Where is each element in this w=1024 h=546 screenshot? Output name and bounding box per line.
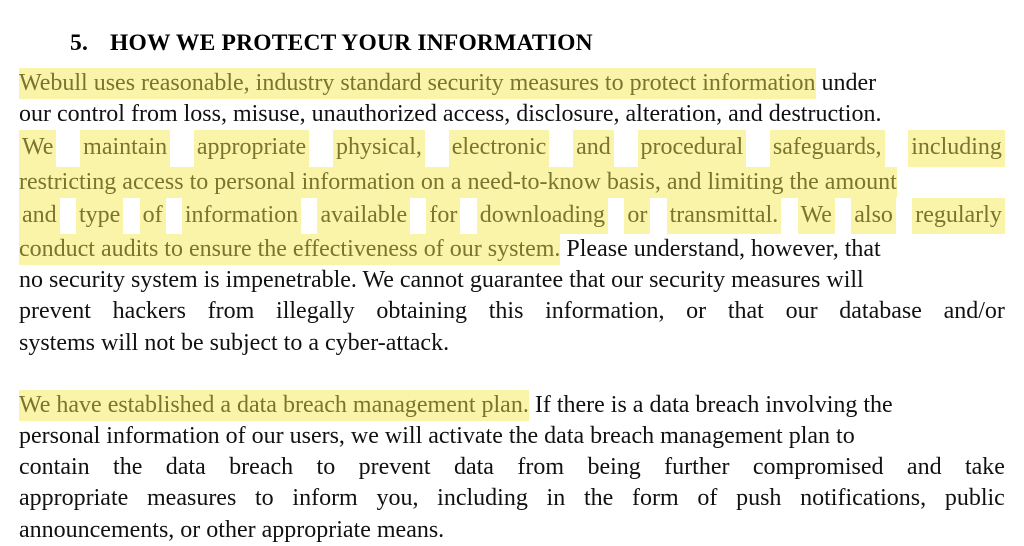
word: and xyxy=(906,454,942,481)
word: public xyxy=(944,485,1005,512)
text-run: Please understand, however, that xyxy=(560,236,881,263)
section-number: 5. xyxy=(70,29,89,56)
word: the xyxy=(583,485,614,512)
word: prevent xyxy=(19,298,91,325)
word: push xyxy=(736,485,782,512)
text-run: under xyxy=(815,70,877,96)
text-line: restricting access to personal informati… xyxy=(19,166,1005,198)
word: contain xyxy=(19,454,90,481)
paragraph-2: We have established a data breach manage… xyxy=(19,389,1005,546)
word: this xyxy=(488,298,524,325)
highlighted-word: or xyxy=(624,197,651,235)
highlighted-word: also xyxy=(851,197,896,235)
word: including xyxy=(437,485,528,512)
word: of xyxy=(697,485,718,512)
word: take xyxy=(964,454,1005,481)
word: to xyxy=(255,485,274,512)
word: notifications, xyxy=(800,485,927,512)
text-run: If there is a data breach involving the xyxy=(528,391,893,418)
word: measures xyxy=(147,485,237,512)
word: from xyxy=(207,298,255,325)
word: or xyxy=(686,298,707,325)
text-line: prevent hackers from illegally obtaining this… xyxy=(19,296,1005,327)
highlighted-word: available xyxy=(317,197,411,235)
word: being xyxy=(587,454,641,481)
highlighted-word: information xyxy=(181,197,302,235)
text-run: no security system is impenetrable. We c… xyxy=(19,267,864,294)
word: data xyxy=(453,454,494,481)
word: the xyxy=(113,454,143,481)
word: appropriate xyxy=(19,485,129,512)
highlighted-word: and xyxy=(573,130,614,167)
highlighted-word: regularly xyxy=(912,197,1005,235)
highlighted-word: for xyxy=(426,197,461,235)
text-run: personal information of our users, we wi… xyxy=(19,423,855,450)
text-line: our control from loss, misuse, unauthori… xyxy=(19,99,1005,130)
word: breach xyxy=(229,454,294,481)
text-run: announcements, or other appropriate mean… xyxy=(19,516,445,543)
highlighted-word: electronic xyxy=(448,130,550,167)
word: in xyxy=(546,485,566,512)
document-body: Webull uses reasonable, industry standar… xyxy=(19,68,1005,546)
word: our xyxy=(785,298,818,325)
highlighted-word: We xyxy=(19,130,57,167)
highlighted-word: appropriate xyxy=(193,130,310,167)
word: from xyxy=(517,454,565,481)
word: and/or xyxy=(943,298,1005,325)
text-line: personal information of our users, we wi… xyxy=(19,421,1005,452)
text-line: conduct audits to ensure the effectivene… xyxy=(19,234,1005,266)
word: that xyxy=(727,298,764,325)
highlighted-word: procedural xyxy=(637,130,747,167)
text-line: systems will not be subject to a cyber-a… xyxy=(19,328,1005,359)
text-line: We maintain appropriate physical, electronic… xyxy=(19,130,1005,167)
word: inform xyxy=(292,485,358,512)
highlighted-text-run: We have established a data breach manage… xyxy=(19,389,529,421)
word: database xyxy=(839,298,922,325)
highlighted-text-run: conduct audits to ensure the effectivene… xyxy=(19,234,561,266)
text-line: announcements, or other appropriate mean… xyxy=(19,515,1005,546)
highlighted-word: safeguards, xyxy=(769,130,885,167)
section-title: HOW WE PROTECT YOUR INFORMATION xyxy=(110,29,593,56)
paragraph-1: Webull uses reasonable, industry standar… xyxy=(19,68,1005,359)
highlighted-word: physical, xyxy=(332,130,425,167)
highlighted-word: maintain xyxy=(80,130,171,167)
highlighted-text-run: restricting access to personal informati… xyxy=(19,166,897,198)
highlighted-word: and xyxy=(19,197,60,235)
word: obtaining xyxy=(376,298,468,325)
text-run: our control from loss, misuse, unauthori… xyxy=(19,101,882,128)
text-line: no security system is impenetrable. We c… xyxy=(19,265,1005,296)
word: information, xyxy=(545,298,665,325)
word: prevent xyxy=(358,454,431,481)
word: hackers xyxy=(112,298,186,325)
highlighted-word: transmittal. xyxy=(666,197,782,235)
word: form xyxy=(631,485,679,512)
word: further xyxy=(664,454,730,481)
word: compromised xyxy=(752,454,884,481)
word: data xyxy=(165,454,206,481)
highlighted-word: We xyxy=(797,197,835,235)
highlighted-word: including xyxy=(908,130,1005,167)
page-title: 5. HOW WE PROTECT YOUR INFORMATION xyxy=(70,30,970,57)
text-run: systems will not be subject to a cyber-a… xyxy=(19,329,450,356)
word: you, xyxy=(376,485,419,512)
highlighted-word: of xyxy=(139,197,166,235)
highlighted-word: type xyxy=(75,197,124,235)
word: illegally xyxy=(276,298,355,325)
highlighted-text-run: Webull uses reasonable, industry standar… xyxy=(19,68,816,99)
word: to xyxy=(316,454,336,481)
text-line: Webull uses reasonable, industry standar… xyxy=(19,68,1005,99)
text-line: We have established a data breach manage… xyxy=(19,389,1005,421)
highlighted-word: downloading xyxy=(476,197,609,235)
